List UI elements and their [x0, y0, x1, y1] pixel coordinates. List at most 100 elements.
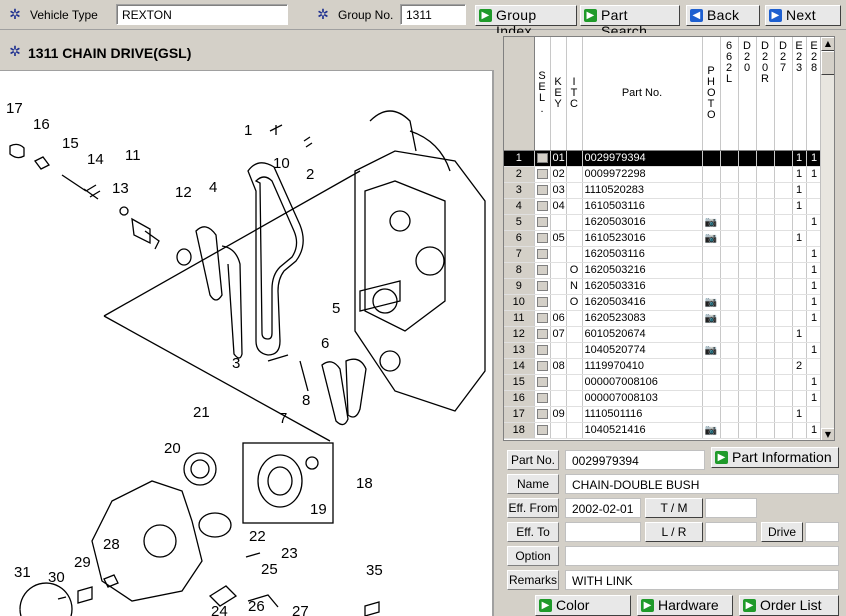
col-662l[interactable]: 6 6 2 L — [720, 37, 739, 151]
row-checkbox[interactable] — [536, 409, 548, 420]
row-number: 2 — [504, 166, 535, 183]
cell-d20r — [756, 182, 775, 199]
col-d27[interactable]: D 2 7 — [774, 37, 793, 151]
row-checkbox[interactable] — [536, 361, 548, 372]
exploded-diagram[interactable]: 17 16 15 14 13 11 12 4 1 10 2 3 5 6 7 8 … — [0, 71, 490, 616]
cell-662l — [720, 326, 739, 343]
cell-662l — [720, 278, 739, 295]
callout-24: 24 — [211, 603, 228, 616]
callout-17: 17 — [6, 100, 23, 117]
cell-d20 — [738, 278, 757, 295]
part-search-button[interactable]: ▶ Part Search — [580, 5, 680, 39]
select-checkbox — [534, 198, 551, 215]
row-checkbox[interactable] — [536, 377, 548, 388]
camera-icon[interactable]: 📷 — [704, 217, 718, 228]
row-checkbox[interactable] — [536, 153, 548, 164]
tm-value — [705, 498, 757, 518]
photo-cell — [702, 374, 721, 391]
cell-d20r — [756, 262, 775, 279]
cell-d20r — [756, 310, 775, 327]
camera-icon[interactable]: 📷 — [704, 233, 718, 244]
order-list-button[interactable]: ▶ Order List — [739, 595, 839, 616]
row-checkbox[interactable] — [536, 265, 548, 276]
scroll-up-icon[interactable]: ▲ — [821, 37, 834, 51]
col-e23[interactable]: E 2 3 — [792, 37, 807, 151]
row-checkbox[interactable] — [536, 329, 548, 340]
e23-cell — [792, 310, 807, 327]
part-information-button[interactable]: ▶ Part Information — [711, 447, 839, 468]
row-checkbox[interactable] — [536, 425, 548, 436]
row-checkbox[interactable] — [536, 185, 548, 196]
row-checkbox[interactable] — [536, 281, 548, 292]
callout-14: 14 — [87, 151, 104, 168]
hardware-button[interactable]: ▶ Hardware — [637, 595, 733, 616]
col-key[interactable]: K E Y — [550, 37, 567, 151]
cell-d27 — [774, 166, 793, 183]
camera-icon[interactable]: 📷 — [704, 313, 718, 324]
row-checkbox[interactable] — [536, 169, 548, 180]
part-no-cell: 000007008106 — [582, 374, 703, 391]
row-checkbox[interactable] — [536, 393, 548, 404]
col-sel[interactable]: S E L . — [534, 37, 551, 151]
row-checkbox[interactable] — [536, 233, 548, 244]
scroll-thumb[interactable] — [821, 51, 834, 75]
group-no-field[interactable]: 1311 — [400, 4, 466, 25]
table-scrollbar[interactable]: ▲ ▼ — [820, 37, 834, 440]
col-d20r[interactable]: D 2 0 R — [756, 37, 775, 151]
row-checkbox[interactable] — [536, 249, 548, 260]
row-checkbox[interactable] — [536, 345, 548, 356]
camera-icon[interactable]: 📷 — [704, 345, 718, 356]
back-button[interactable]: ◀ Back — [686, 5, 760, 26]
key-cell — [550, 278, 567, 295]
cell-662l — [720, 246, 739, 263]
row-checkbox[interactable] — [536, 313, 548, 324]
col-e28[interactable]: E 2 8 — [806, 37, 823, 151]
row-checkbox[interactable] — [536, 297, 548, 308]
cell-662l — [720, 262, 739, 279]
parts-grid[interactable]: S E L . K E Y I T C Part No. P H O T O 6… — [503, 36, 835, 441]
camera-icon[interactable]: 📷 — [704, 297, 718, 308]
cell-d20r — [756, 246, 775, 263]
col-d20[interactable]: D 2 0 — [738, 37, 757, 151]
callout-1: 1 — [244, 122, 252, 139]
group-index-button[interactable]: ▶ Group Index — [475, 5, 577, 39]
tm-button[interactable]: T / M — [645, 498, 703, 518]
col-itc[interactable]: I T C — [566, 37, 583, 151]
col-part-no[interactable]: Part No. — [582, 37, 703, 151]
row-checkbox[interactable] — [536, 201, 548, 212]
camera-icon[interactable]: 📷 — [704, 425, 718, 436]
color-code-button[interactable]: ▶ Color Code — [535, 595, 631, 616]
row-checkbox[interactable] — [536, 217, 548, 228]
lr-button[interactable]: L / R — [645, 522, 703, 542]
part-no-cell: 1040520774 — [582, 342, 703, 359]
vehicle-type-field[interactable]: REXTON — [116, 4, 288, 25]
key-cell: 07 — [550, 326, 567, 343]
itc-cell — [566, 310, 583, 327]
part-no-cell: 1610523016 — [582, 230, 703, 247]
scroll-down-icon[interactable]: ▼ — [821, 428, 834, 440]
eff-from-label: Eff. From — [507, 498, 559, 518]
drive-button[interactable]: Drive — [761, 522, 803, 542]
col-photo[interactable]: P H O T O — [702, 37, 721, 151]
diagram-header: ✲ 1311 CHAIN DRIVE(GSL) — [0, 33, 494, 71]
next-button[interactable]: ▶ Next — [765, 5, 841, 26]
cell-d27 — [774, 246, 793, 263]
